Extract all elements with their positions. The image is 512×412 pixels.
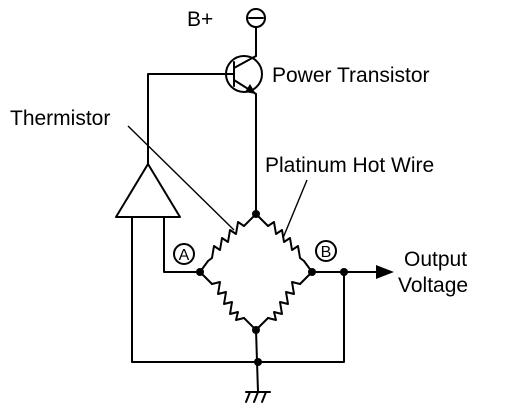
opamp-input-left-wire xyxy=(131,216,259,363)
output-label-line1: Output xyxy=(404,248,467,271)
base-drive-wire xyxy=(147,73,235,165)
power-transistor-label: Power Transistor xyxy=(272,64,430,87)
node-a-marker: A xyxy=(173,243,195,265)
supply-label: B+ xyxy=(187,8,213,31)
op-amp-symbol xyxy=(115,163,181,218)
thermistor-resistor xyxy=(199,213,257,273)
hot-wire-leader-line xyxy=(282,179,308,239)
node-a-label: A xyxy=(179,247,190,264)
node-b-label: B xyxy=(321,244,332,261)
ground-wire xyxy=(255,329,259,393)
opamp-input-right-wire xyxy=(163,216,201,273)
node-a-dot xyxy=(196,268,204,276)
bridge-top-node xyxy=(252,210,260,218)
platinum-hot-wire-label: Platinum Hot Wire xyxy=(265,154,434,177)
ground-icon xyxy=(245,391,271,403)
output-label-line2: Voltage xyxy=(398,274,468,297)
thermistor-label: Thermistor xyxy=(10,107,110,130)
bridge-resistor-lower-left xyxy=(199,271,257,331)
hot-wire-resistor xyxy=(255,213,313,273)
bridge-resistor-lower-right xyxy=(255,271,313,331)
node-b-marker: B xyxy=(315,240,337,262)
supply-terminal-icon xyxy=(246,8,266,28)
output-return-wire xyxy=(257,271,345,363)
thermistor-leader-line xyxy=(127,125,235,231)
output-arrow-icon xyxy=(376,265,394,279)
